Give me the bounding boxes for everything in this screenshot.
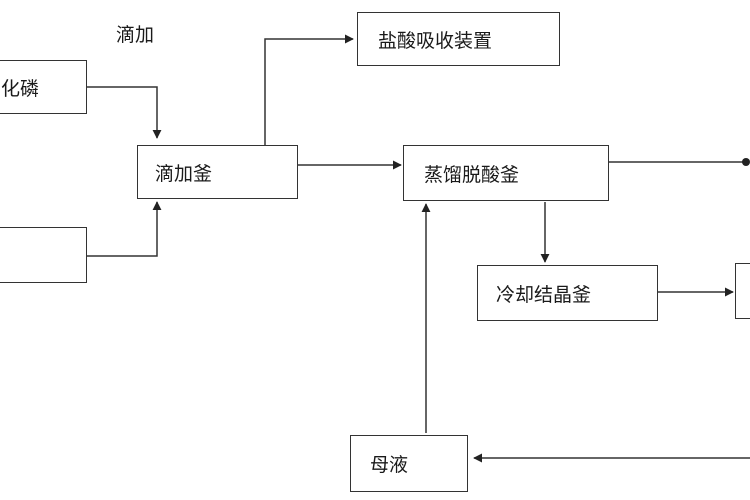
node-crystallizer: 冷却结晶釜 bbox=[477, 265, 658, 321]
node-phosphorus-trichloride: 化磷 bbox=[0, 60, 87, 114]
node-distillation-kettle: 蒸馏脱酸釜 bbox=[403, 145, 609, 201]
node-label: 蒸馏脱酸釜 bbox=[424, 163, 520, 186]
node-label: 滴加釜 bbox=[155, 162, 213, 185]
edge-feed-to-dropping-kettle bbox=[87, 201, 162, 257]
node-dropping-kettle: 滴加釜 bbox=[137, 145, 298, 199]
node-second-feed bbox=[0, 227, 87, 283]
node-label: 化磷 bbox=[1, 77, 40, 100]
edge-pcl3-to-dropping-kettle bbox=[87, 86, 162, 139]
dropping-annotation: 滴加 bbox=[116, 24, 155, 46]
edge-dropping-kettle-to-absorber bbox=[264, 34, 354, 146]
node-label: 母液 bbox=[370, 454, 409, 476]
node-hcl-absorber: 盐酸吸收装置 bbox=[357, 12, 560, 66]
node-mother-liquor: 母液 bbox=[350, 435, 468, 492]
connector-dot bbox=[742, 158, 750, 166]
node-label: 盐酸吸收装置 bbox=[378, 29, 493, 52]
node-right-box bbox=[735, 263, 750, 319]
node-label: 冷却结晶釜 bbox=[496, 283, 592, 306]
